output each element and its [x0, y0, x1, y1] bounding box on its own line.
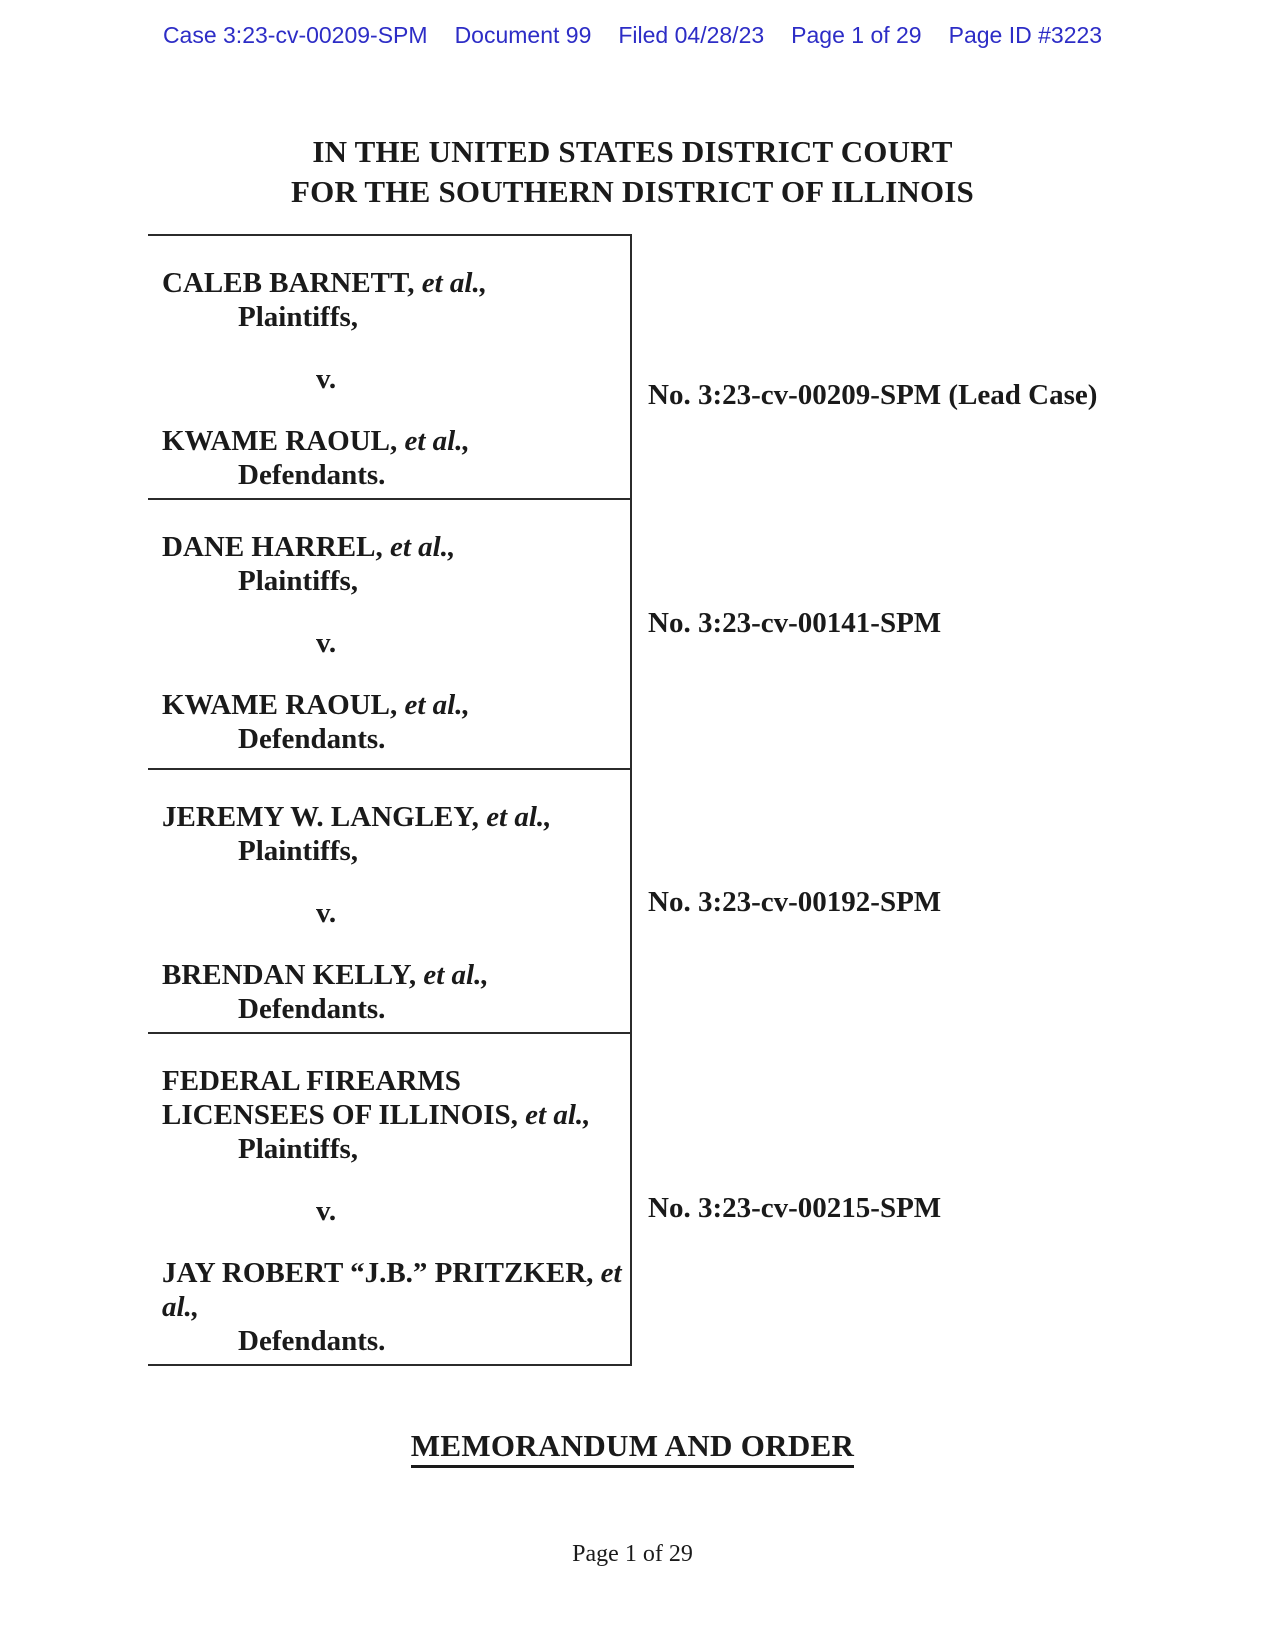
defendant-role: Defendants.: [238, 459, 386, 491]
plaintiff-role: Plaintiffs,: [238, 565, 359, 597]
court-title-line2: FOR THE SOUTHERN DISTRICT OF ILLINOIS: [291, 174, 974, 209]
page-number: Page 1 of 29: [572, 1541, 693, 1567]
versus-label: v.: [316, 897, 337, 929]
memorandum-heading-text: MEMORANDUM AND ORDER: [410, 1428, 855, 1468]
case-row-ffl: FEDERAL FIREARMS LICENSEES OF ILLINOIS, …: [148, 1034, 1148, 1366]
ecf-stamp: Case 3:23-cv-00209-SPM Document 99 Filed…: [0, 22, 1265, 49]
defendant-name: KWAME RAOUL, et al.,: [162, 689, 470, 721]
memorandum-heading: MEMORANDUM AND ORDER: [0, 1428, 1265, 1468]
plaintiff-role: Plaintiffs,: [238, 835, 359, 867]
stamp-filed-date: Filed 04/28/23: [618, 22, 765, 48]
case-row-langley: JEREMY W. LANGLEY, et al., Plaintiffs, v…: [148, 770, 1148, 1034]
case-number-lead: No. 3:23-cv-00209-SPM (Lead Case): [648, 378, 1098, 411]
case-row-barnett: CALEB BARNETT, et al., Plaintiffs, v. KW…: [148, 234, 1148, 500]
court-title: IN THE UNITED STATES DISTRICT COURT FOR …: [0, 132, 1265, 212]
defendant-role: Defendants.: [238, 723, 386, 755]
defendant-name: BRENDAN KELLY, et al.,: [162, 959, 489, 991]
court-title-line1: IN THE UNITED STATES DISTRICT COURT: [312, 134, 953, 169]
stamp-case-number: Case 3:23-cv-00209-SPM: [162, 22, 428, 48]
case-row-harrel: DANE HARREL, et al., Plaintiffs, v. KWAM…: [148, 500, 1148, 770]
plaintiff-name: CALEB BARNETT, et al.,: [162, 267, 487, 299]
defendant-name: KWAME RAOUL, et al.,: [162, 425, 470, 457]
versus-label: v.: [316, 627, 337, 659]
stamp-page-count: Page 1 of 29: [791, 22, 922, 48]
plaintiff-role: Plaintiffs,: [238, 1133, 359, 1165]
case-caption-langley: JEREMY W. LANGLEY, et al., Plaintiffs, v…: [148, 770, 632, 1034]
defendant-role: Defendants.: [238, 1325, 386, 1357]
case-caption-harrel: DANE HARREL, et al., Plaintiffs, v. KWAM…: [148, 500, 632, 770]
stamp-page-id: Page ID #3223: [948, 22, 1103, 48]
case-number-ffl: No. 3:23-cv-00215-SPM: [648, 1191, 942, 1224]
case-caption-barnett: CALEB BARNETT, et al., Plaintiffs, v. KW…: [148, 234, 632, 500]
plaintiff-role: Plaintiffs,: [238, 301, 359, 333]
defendant-role: Defendants.: [238, 993, 386, 1025]
plaintiff-name: DANE HARREL, et al.,: [162, 531, 456, 563]
versus-label: v.: [316, 1195, 337, 1227]
defendant-name: JAY ROBERT “J.B.” PRITZKER, et al.,: [162, 1257, 622, 1323]
stamp-document-number: Document 99: [454, 22, 592, 48]
plaintiff-name: FEDERAL FIREARMS LICENSEES OF ILLINOIS, …: [162, 1065, 591, 1131]
plaintiff-name: JEREMY W. LANGLEY, et al.,: [162, 801, 552, 833]
case-number-langley: No. 3:23-cv-00192-SPM: [648, 885, 942, 918]
case-caption-table: CALEB BARNETT, et al., Plaintiffs, v. KW…: [148, 234, 1148, 1366]
case-caption-ffl: FEDERAL FIREARMS LICENSEES OF ILLINOIS, …: [148, 1034, 632, 1366]
versus-label: v.: [316, 363, 337, 395]
case-number-harrel: No. 3:23-cv-00141-SPM: [648, 606, 942, 639]
